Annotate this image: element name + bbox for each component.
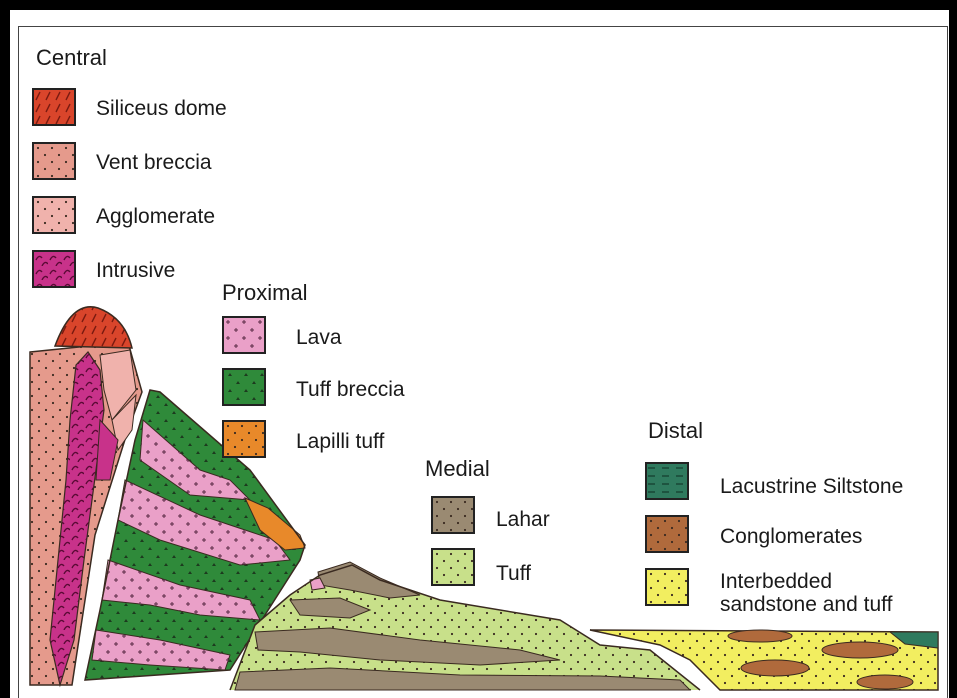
interbedded-label: Interbedded [720,570,832,594]
lacustrine-siltstone-swatch [645,462,689,500]
lava-swatch [222,316,266,354]
proximal-heading: Proximal [222,281,308,305]
siliceous-dome-label: Siliceus dome [96,97,227,121]
distal-heading: Distal [648,419,703,443]
lapilli-tuff-swatch [222,420,266,458]
interbedded-label-line2: sandstone and tuff [720,593,892,617]
vent-breccia-swatch [32,142,76,180]
interbedded-swatch [645,568,689,606]
tuff-breccia-swatch [222,368,266,406]
tuff-swatch [431,548,475,586]
lacustrine-siltstone-label: Lacustrine Siltstone [720,475,903,499]
central-heading: Central [36,46,107,70]
tuff-breccia-label: Tuff breccia [296,378,405,402]
lapilli-tuff-label: Lapilli tuff [296,430,384,454]
lahar-swatch [431,496,475,534]
conglomerates-swatch [645,515,689,553]
intrusive-label: Intrusive [96,259,175,283]
agglomerate-label: Agglomerate [96,205,215,229]
siliceous-dome-swatch [32,88,76,126]
intrusive-swatch [32,250,76,288]
vent-breccia-label: Vent breccia [96,151,212,175]
medial-heading: Medial [425,457,490,481]
tuff-label: Tuff [496,562,531,586]
conglomerates-label: Conglomerates [720,525,862,549]
agglomerate-swatch [32,196,76,234]
lahar-label: Lahar [496,508,550,532]
lava-label: Lava [296,326,342,350]
